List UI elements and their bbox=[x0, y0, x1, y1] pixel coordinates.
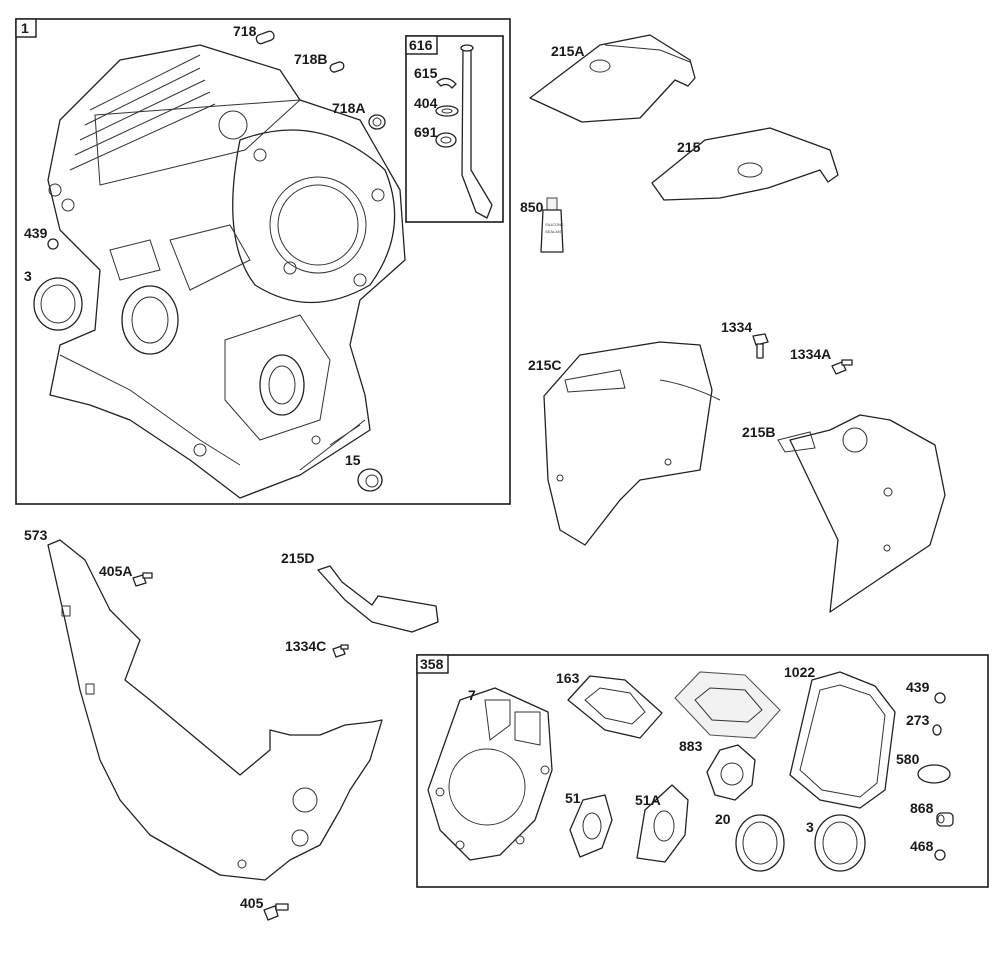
callout-215a: 215A bbox=[551, 43, 584, 59]
engine-block-tag-box bbox=[15, 18, 37, 38]
part-3-block[interactable] bbox=[33, 277, 83, 331]
part-215c[interactable] bbox=[543, 341, 721, 546]
part-615[interactable] bbox=[436, 77, 457, 89]
cylinder-block-drawing[interactable] bbox=[47, 44, 406, 499]
callout-215: 215 bbox=[677, 139, 701, 155]
bolt-icon-1334c[interactable] bbox=[332, 644, 349, 658]
callout-3-set: 3 bbox=[806, 819, 814, 835]
engine-block-frame bbox=[15, 18, 511, 505]
part-215a[interactable] bbox=[529, 34, 696, 123]
dipstick-tube[interactable] bbox=[460, 44, 493, 219]
dipstick-group: 616 615 404 691 bbox=[405, 35, 504, 223]
callout-573: 573 bbox=[24, 527, 48, 543]
callout-850: 850 bbox=[520, 199, 544, 215]
dipstick-tag: 616 bbox=[409, 37, 433, 53]
callout-51a: 51A bbox=[635, 792, 661, 808]
callout-468: 468 bbox=[910, 838, 934, 854]
part-51[interactable] bbox=[569, 794, 613, 858]
part-580[interactable] bbox=[917, 764, 951, 784]
part-439-block[interactable] bbox=[47, 238, 59, 250]
callout-51: 51 bbox=[565, 790, 581, 806]
bolt-icon-405a[interactable] bbox=[132, 572, 153, 587]
callout-404: 404 bbox=[414, 95, 438, 111]
part-718[interactable] bbox=[255, 30, 275, 45]
callout-15: 15 bbox=[345, 452, 361, 468]
sealant-tube-icon[interactable]: SILICONE SEALANT bbox=[540, 197, 564, 253]
callout-1022: 1022 bbox=[784, 664, 815, 680]
callout-439-block: 439 bbox=[24, 225, 48, 241]
callout-405a: 405A bbox=[99, 563, 132, 579]
callout-215b: 215B bbox=[742, 424, 775, 440]
part-468[interactable] bbox=[934, 849, 946, 861]
bolt-icon-1334a[interactable] bbox=[831, 359, 853, 375]
oil-seal-icon-3[interactable] bbox=[814, 814, 866, 872]
callout-1334c: 1334C bbox=[285, 638, 326, 654]
callout-273: 273 bbox=[906, 712, 930, 728]
part-573[interactable] bbox=[47, 539, 383, 881]
callout-215d: 215D bbox=[281, 550, 314, 566]
callout-20: 20 bbox=[715, 811, 731, 827]
part-163[interactable] bbox=[567, 675, 663, 739]
svg-text:SILICONE: SILICONE bbox=[545, 222, 564, 227]
gasket-set-frame bbox=[416, 654, 989, 888]
part-273[interactable] bbox=[932, 724, 942, 736]
part-51a[interactable] bbox=[636, 784, 689, 863]
part-15[interactable] bbox=[357, 468, 383, 492]
part-215[interactable] bbox=[651, 127, 839, 201]
dipstick-frame bbox=[405, 35, 504, 223]
callout-718b: 718B bbox=[294, 51, 327, 67]
svg-text:SEALANT: SEALANT bbox=[545, 229, 564, 234]
callout-718: 718 bbox=[233, 23, 257, 39]
callout-718a: 718A bbox=[332, 100, 365, 116]
callout-691: 691 bbox=[414, 124, 438, 140]
part-7-head-gasket[interactable] bbox=[427, 687, 553, 861]
gasket-set-tag-box bbox=[416, 654, 449, 674]
callout-580: 580 bbox=[896, 751, 920, 767]
engine-block-tag: 1 bbox=[21, 20, 29, 36]
callout-615: 615 bbox=[414, 65, 438, 81]
callout-163: 163 bbox=[556, 670, 580, 686]
part-718b[interactable] bbox=[329, 61, 345, 73]
dipstick-tag-box bbox=[405, 35, 438, 55]
part-1022[interactable] bbox=[789, 671, 896, 809]
callout-7: 7 bbox=[468, 687, 476, 703]
part-868[interactable] bbox=[936, 812, 954, 827]
part-718a[interactable] bbox=[368, 114, 386, 130]
part-404[interactable] bbox=[435, 105, 459, 117]
bolt-icon-1334[interactable] bbox=[752, 333, 769, 359]
callout-3-block: 3 bbox=[24, 268, 32, 284]
callout-868: 868 bbox=[910, 800, 934, 816]
engine-block-group: 1 7 bbox=[15, 18, 511, 505]
part-215b[interactable] bbox=[777, 414, 946, 613]
part-439-set[interactable] bbox=[934, 692, 946, 704]
callout-215c: 215C bbox=[528, 357, 561, 373]
bolt-icon-405[interactable] bbox=[263, 903, 289, 921]
valve-cover-gasket-light[interactable] bbox=[674, 671, 781, 739]
callout-405: 405 bbox=[240, 895, 264, 911]
part-883[interactable] bbox=[706, 744, 756, 801]
part-215d[interactable] bbox=[317, 565, 439, 633]
callout-883: 883 bbox=[679, 738, 703, 754]
gasket-set-group: 358 7 163 1022 bbox=[416, 654, 989, 888]
callout-1334: 1334 bbox=[721, 319, 752, 335]
part-691[interactable] bbox=[435, 132, 457, 148]
callout-439-set: 439 bbox=[906, 679, 930, 695]
gasket-set-tag: 358 bbox=[420, 656, 444, 672]
callout-1334a: 1334A bbox=[790, 346, 831, 362]
oil-seal-icon-20[interactable] bbox=[735, 814, 785, 872]
